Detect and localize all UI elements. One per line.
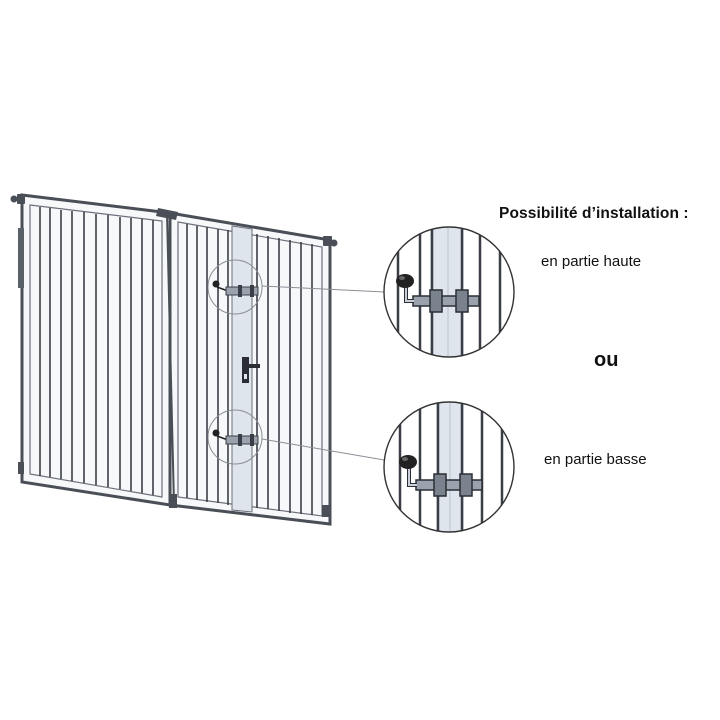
double-gate-icon [10, 193, 338, 526]
bolt-latch-icon-bottom [399, 455, 483, 497]
gate-hinges [10, 194, 338, 517]
option-bottom-label: en partie basse [544, 451, 647, 468]
highlight-circle-bottom [207, 409, 263, 465]
detail-bottom-view [384, 402, 514, 532]
bolt-latch-icon [396, 274, 480, 313]
magnifier-circle-icon-bottom [383, 401, 515, 533]
magnifier-circle-icon [383, 226, 515, 358]
detail-top-view [384, 227, 514, 357]
option-top-label: en partie haute [541, 253, 642, 270]
gate-bolt-top [212, 280, 259, 297]
leader-line-top [261, 285, 385, 293]
installation-title: Possibilité d’installation : [499, 205, 689, 222]
gate-bolt-bottom [212, 429, 259, 446]
meeting-stile-rod [166, 213, 175, 506]
right-leaf-bars [186, 224, 313, 515]
left-leaf-bars [39, 207, 154, 495]
separator-label: ou [594, 349, 619, 371]
door-handle-icon [242, 357, 260, 383]
highlight-circle-top [207, 259, 263, 315]
leader-line-bottom [261, 438, 385, 461]
